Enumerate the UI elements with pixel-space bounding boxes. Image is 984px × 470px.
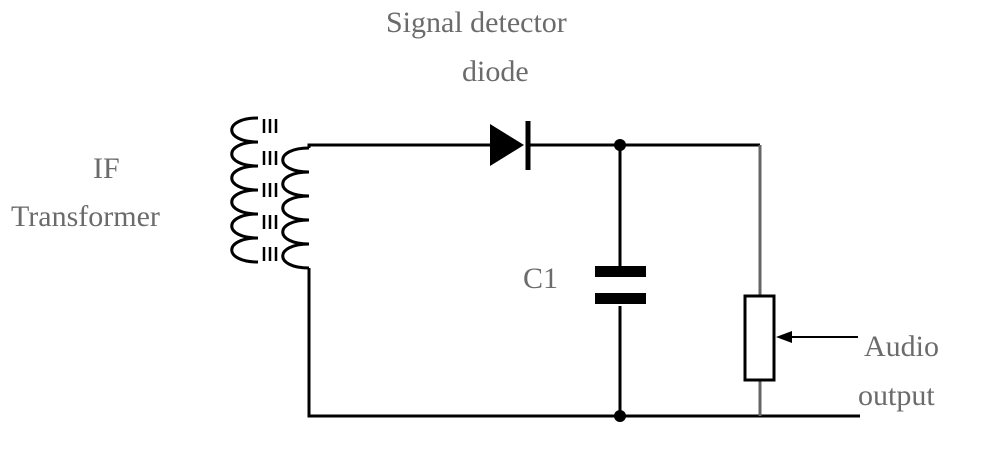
junction-dot-top: [614, 139, 626, 151]
diode-symbol: [490, 124, 524, 166]
detector-label-line2: diode: [462, 55, 529, 88]
transformer-primary-coil: [230, 116, 259, 264]
bottom-wire: [307, 268, 860, 418]
capacitor-plate-bottom: [595, 293, 646, 304]
capacitor-plate-top: [595, 266, 646, 277]
transformer-core: [262, 119, 278, 261]
transformer-label-line2: Transformer: [11, 200, 160, 233]
transformer-secondary-coil: [281, 146, 310, 270]
potentiometer-body: [743, 294, 776, 382]
output-label-line1: Audio: [864, 330, 939, 363]
junction-dot-bottom: [614, 410, 626, 422]
top-wire-left: [307, 143, 490, 148]
wiper-arrow-head: [776, 331, 792, 343]
transformer-label-line1: IF: [93, 152, 120, 185]
output-label-line2: output: [858, 379, 935, 412]
detector-label-line1: Signal detector: [386, 6, 567, 39]
capacitor-label: C1: [523, 262, 559, 295]
